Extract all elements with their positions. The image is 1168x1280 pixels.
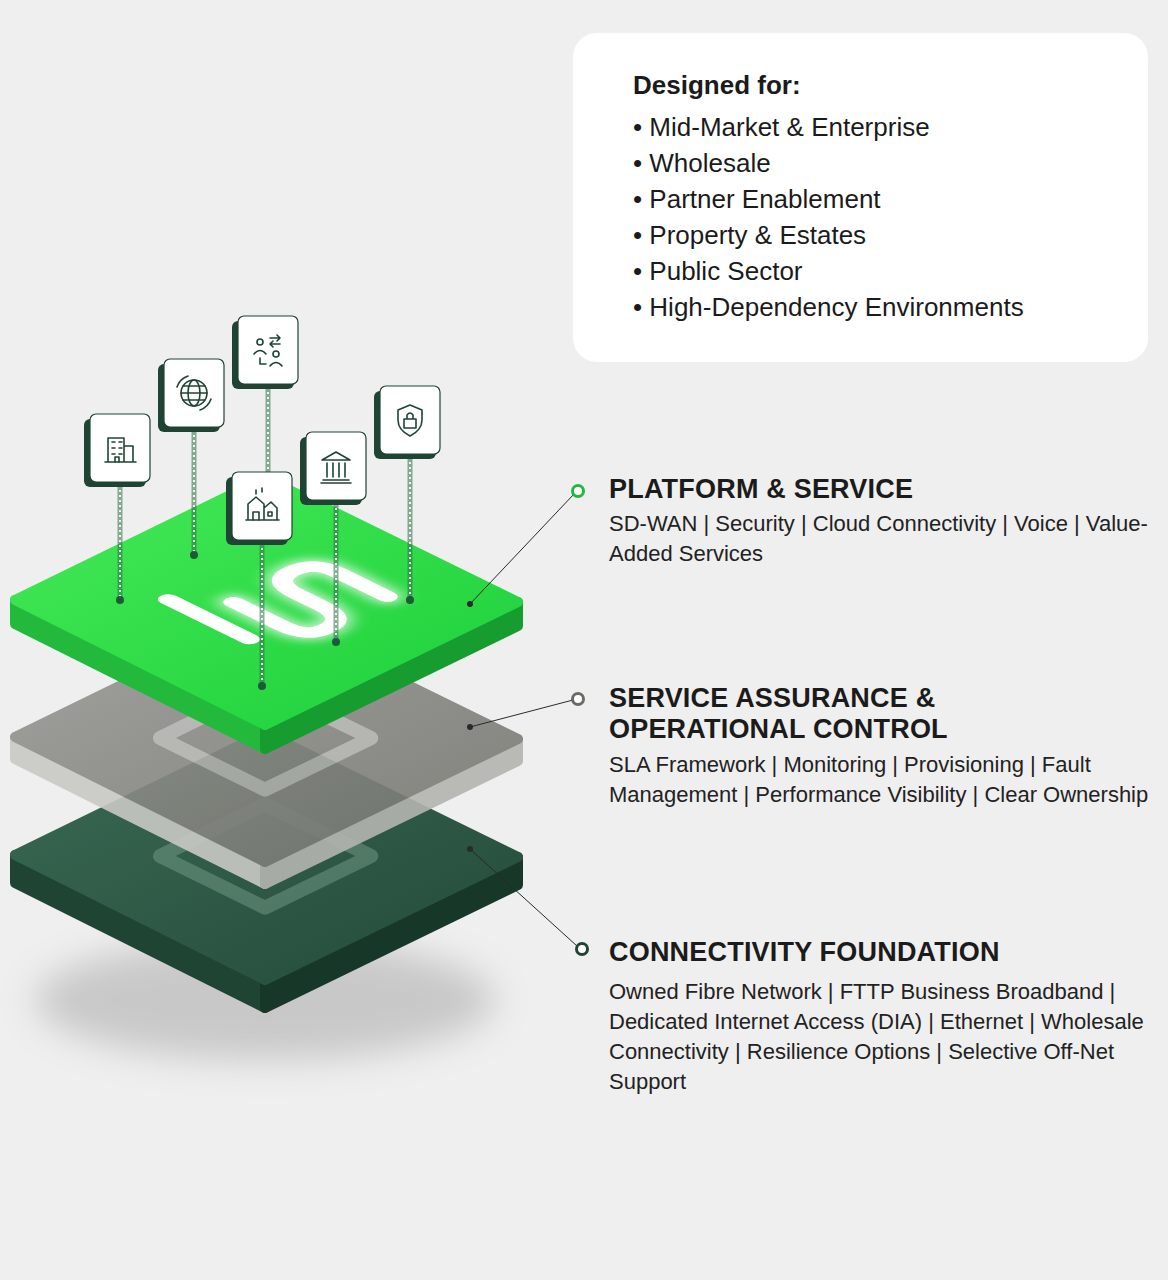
icon-glyph [177,376,211,410]
leader-line [470,700,573,727]
icon-card [300,432,366,505]
layer-heading: SERVICE ASSURANCE & OPERATIONAL CONTROL [609,683,1029,745]
icon-glyph [105,438,136,462]
pole-foot [258,682,266,690]
logo-mark [168,544,389,652]
pole-foot [332,638,340,646]
layer-description: Owned Fibre Network | FTTP Business Broa… [609,977,1154,1097]
list-item: • Partner Enablement [633,181,1118,217]
pole-foot [190,551,198,559]
list-item: • Property & Estates [633,217,1118,253]
list-item: • High-Dependency Environments [633,289,1118,325]
pole [260,538,265,686]
pole [118,480,123,600]
audience-panel: Designed for:• Mid-Market & Enterprise• … [573,33,1148,362]
panel-heading: Designed for: [633,67,1118,103]
leader-dot [467,601,473,607]
list-item: • Wholesale [633,145,1118,181]
pole-foot [116,596,124,604]
icon-card [232,316,298,389]
leader-marker [577,944,588,955]
leader-marker [573,486,584,497]
pole-dots [193,425,195,555]
icon-glyph [321,452,351,483]
layer-description: SLA Framework | Monitoring | Provisionin… [609,750,1154,810]
layer-heading: CONNECTIVITY FOUNDATION [609,937,1154,968]
leader-dot [467,724,473,730]
icon-glyph [254,335,282,366]
icon-card [374,386,440,459]
leader-line [470,849,577,946]
icon-card [84,414,150,487]
leader-line [470,494,574,604]
layer-description: SD-WAN | Security | Cloud Connectivity |… [609,509,1154,569]
pole-dots [335,498,337,642]
pole-foot [406,596,414,604]
pole-dots [409,452,411,600]
icon-glyph [398,405,422,436]
icon-card [226,472,292,545]
icon-glyph [246,488,279,520]
layer-heading: PLATFORM & SERVICE [609,474,1154,505]
list-item: • Public Sector [633,253,1118,289]
pole [192,425,197,555]
leader-marker [573,694,584,705]
pole [334,498,339,642]
icon-card [158,359,224,432]
pole-dots [261,538,263,686]
pole-dots [119,480,121,600]
list-item: • Mid-Market & Enterprise [633,109,1118,145]
leader-dot [467,846,473,852]
pole [408,452,413,600]
